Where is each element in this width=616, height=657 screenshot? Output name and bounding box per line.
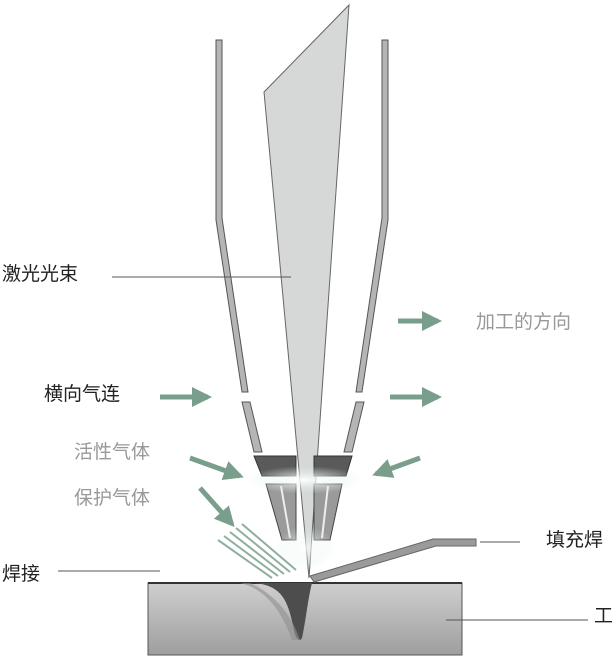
label-active-gas: 活性气体 [74,441,150,463]
label-filler-wire: 填充焊 [546,529,603,551]
label-weld: 焊接 [2,563,40,585]
shielding-gas-stream [217,523,297,579]
label-cross-gas: 横向气连 [44,383,120,405]
label-workpiece: 工 [594,605,613,627]
label-shielding-gas: 保护气体 [74,487,150,509]
filler-wire [309,538,477,583]
label-processing-direction: 加工的方向 [476,311,571,333]
arrow-shielding-gas [198,486,235,527]
gas-channel-right-divider [321,485,329,539]
arrow-active-gas-right [372,455,421,478]
gas-glow-lower [275,526,335,570]
arrow-active-gas-left [189,455,244,480]
label-laser-beam: 激光光束 [2,263,78,285]
arrows [160,311,442,527]
gas-channel-left-divider [280,485,291,539]
nozzle-right-lower [343,401,365,453]
weld-zone [240,583,300,640]
nozzle-left-lower [241,401,263,453]
gas-glow [247,466,363,494]
laser-beam [263,3,350,579]
nozzle-left-upper [215,39,249,393]
nozzle-right-upper [355,39,389,393]
weld-seam [255,583,312,640]
